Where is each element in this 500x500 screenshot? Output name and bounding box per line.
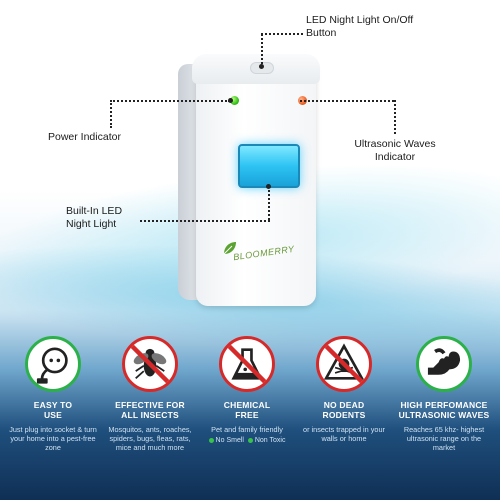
feature-description: Just plug into socket & turn your home i… (9, 425, 97, 452)
pest-repeller-device: BLOOMERRY (178, 54, 320, 306)
feature-description: Mosquitos, ants, roaches, spiders, bugs,… (108, 425, 192, 452)
callout-line-power-horizontal (110, 100, 230, 102)
power-indicator-led (230, 96, 239, 105)
feature-badge (219, 336, 275, 392)
leaf-logo-icon (223, 242, 236, 255)
feature-title-line2: FREE (235, 410, 259, 420)
callout-line-led-vertical (268, 186, 270, 220)
features-panel: EASY TO USE Just plug into socket & turn… (4, 326, 496, 496)
callout-line-power-vertical (110, 100, 112, 128)
feature-description: Reaches 65 khz- highest ultrasonic range… (403, 425, 485, 452)
label-power-indicator: Power Indicator (48, 131, 121, 143)
feature-easy-to-use: EASY TO USE Just plug into socket & turn… (8, 326, 98, 452)
callout-line-ultrasonic-horizontal (300, 100, 394, 102)
no-chemical-flask-icon (227, 344, 267, 384)
feature-title-line2: RODENTS (322, 410, 366, 420)
feature-title-line1: CHEMICAL (223, 400, 271, 410)
no-fly-icon (130, 344, 170, 384)
callout-dot-button (259, 64, 264, 69)
feature-title: EFFECTIVE FOR ALL INSECTS (105, 400, 195, 420)
feature-no-dead-rodents: NO DEAD RODENTS or insects trapped in yo… (299, 326, 389, 443)
feature-description: or insects trapped in your walls or home (303, 425, 385, 443)
feature-title-line1: HIGH PERFOMANCE (400, 400, 488, 410)
feature-title-line2: USE (43, 410, 63, 420)
label-ultrasonic-indicator: Ultrasonic Waves Indicator (354, 138, 436, 163)
callout-line-ultrasonic-vertical (394, 100, 396, 134)
feature-title-line1: NO DEAD (323, 400, 365, 410)
feature-title-line2: ALL INSECTS (121, 410, 179, 420)
feature-title-line2: ULTRASONIC WAVES (398, 410, 490, 420)
callout-line-led-horizontal (140, 220, 270, 222)
feature-badge (316, 336, 372, 392)
flexed-arm-icon (427, 348, 461, 375)
callout-dot-led (266, 184, 271, 189)
green-dot-icon (247, 437, 253, 443)
feature-badge (122, 336, 178, 392)
feature-chips: No Smell Non Toxic (202, 437, 292, 444)
feature-title: HIGH PERFOMANCE ULTRASONIC WAVES (396, 400, 492, 420)
feature-title-line1: EASY TO (33, 400, 73, 410)
feature-badge (25, 336, 81, 392)
feature-title: CHEMICAL FREE (202, 400, 292, 420)
callout-line-button-horizontal (261, 33, 303, 35)
label-night-light-button: LED Night Light On/Off Button (306, 14, 414, 39)
plug-icon (36, 347, 68, 384)
led-night-light-panel (238, 144, 300, 188)
feature-title: NO DEAD RODENTS (299, 400, 389, 420)
no-skull-icon (323, 343, 365, 384)
callout-line-button-vertical (261, 34, 263, 64)
callout-dot-power (228, 98, 233, 103)
chip-no-smell: No Smell (215, 437, 244, 444)
green-dot-icon (208, 437, 214, 443)
chip-non-toxic: Non Toxic (254, 437, 286, 444)
feature-chemical-free: CHEMICAL FREE Pet and family friendly No… (202, 326, 292, 444)
feature-high-performance: HIGH PERFOMANCE ULTRASONIC WAVES Reaches… (396, 326, 492, 452)
feature-title-line1: EFFECTIVE FOR (115, 400, 185, 410)
label-built-in-led: Built-In LED Night Light (66, 205, 123, 230)
feature-all-insects: EFFECTIVE FOR ALL INSECTS Mosquitos, ant… (105, 326, 195, 452)
feature-description: Pet and family friendly (211, 425, 283, 434)
feature-title: EASY TO USE (8, 400, 98, 420)
feature-badge (416, 336, 472, 392)
